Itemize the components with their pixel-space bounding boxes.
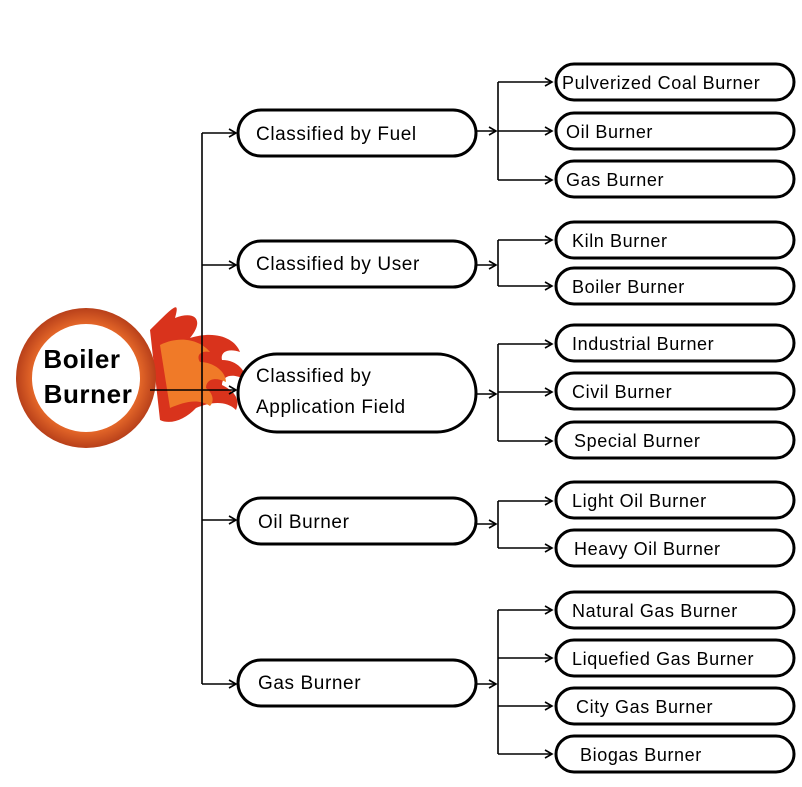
leaf-node: City Gas Burner (554, 686, 796, 726)
leaf-label: Special Burner (574, 431, 700, 451)
leaf-label: City Gas Burner (576, 697, 713, 717)
category-node-fuel: Classified by Fuel (236, 108, 478, 158)
leaf-label: Kiln Burner (572, 231, 668, 251)
leaf-label: Oil Burner (566, 122, 653, 142)
leaf-node: Biogas Burner (554, 734, 796, 774)
root-label-line1: Boiler (43, 344, 120, 374)
leaf-label: Natural Gas Burner (572, 601, 738, 621)
leaf-node: Special Burner (554, 420, 796, 460)
leaf-node: Gas Burner (554, 159, 796, 199)
leaf-label: Light Oil Burner (572, 491, 707, 511)
category-node-oil-burner: Oil Burner (236, 496, 478, 546)
leaf-node: Boiler Burner (554, 266, 796, 306)
leaf-node: Heavy Oil Burner (554, 528, 796, 568)
category-node-gas-burner: Gas Burner (236, 658, 478, 708)
connectors (150, 77, 554, 759)
leaf-node: Civil Burner (554, 371, 796, 411)
leaf-label: Liquefied Gas Burner (572, 649, 754, 669)
leaf-label: Heavy Oil Burner (574, 539, 721, 559)
category-node-application-field: Classified by Application Field (236, 352, 478, 434)
leaf-node: Light Oil Burner (554, 480, 796, 520)
category-label-line2: Application Field (256, 397, 406, 418)
category-label: Classified by User (256, 254, 420, 275)
leaf-node: Liquefied Gas Burner (554, 638, 796, 678)
leaf-label: Gas Burner (566, 170, 664, 190)
boiler-burner-flame-emblem: Boiler Burner (16, 307, 246, 448)
leaf-label: Biogas Burner (580, 745, 702, 765)
leaf-node: Pulverized Coal Burner (554, 62, 796, 102)
leaf-label: Boiler Burner (572, 277, 685, 297)
category-label: Oil Burner (258, 512, 350, 533)
category-node-user: Classified by User (236, 239, 478, 289)
leaf-node: Industrial Burner (554, 323, 796, 363)
leaf-node: Oil Burner (554, 111, 796, 151)
category-label: Classified by Fuel (256, 124, 417, 145)
leaf-label: Industrial Burner (572, 334, 714, 354)
leaf-label: Civil Burner (572, 382, 672, 402)
category-label: Gas Burner (258, 673, 361, 694)
leaf-node: Kiln Burner (554, 220, 796, 260)
leaf-node: Natural Gas Burner (554, 590, 796, 630)
category-label-line1: Classified by (256, 366, 372, 387)
root-label-line2: Burner (44, 379, 133, 409)
leaf-label: Pulverized Coal Burner (562, 73, 760, 93)
